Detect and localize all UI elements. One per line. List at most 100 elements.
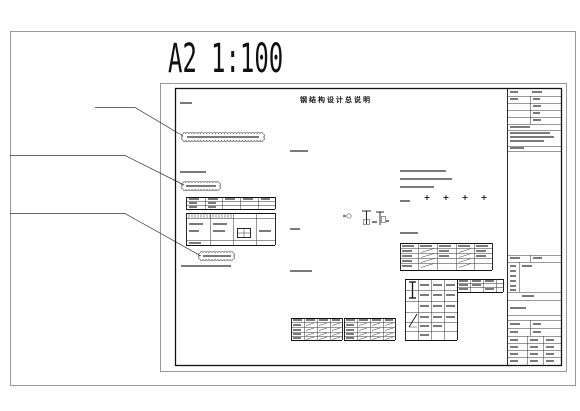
illegible-text xyxy=(510,275,516,277)
illegible-text xyxy=(372,319,381,321)
diagonal-mark xyxy=(458,263,472,268)
illegible-text xyxy=(180,171,206,173)
revision-cloud xyxy=(198,251,235,261)
illegible-text xyxy=(446,294,455,296)
steel-section-symbols xyxy=(346,210,386,225)
revision-cloud xyxy=(181,181,221,191)
illegible-text xyxy=(476,255,486,257)
illegible-text xyxy=(420,316,429,318)
illegible-text xyxy=(293,329,301,331)
illegible-text xyxy=(510,126,522,128)
illegible-text xyxy=(293,324,301,326)
diagonal-mark xyxy=(305,332,315,336)
diagonal-mark xyxy=(458,248,472,253)
table-f xyxy=(291,318,343,341)
illegible-text xyxy=(533,105,541,107)
illegible-text xyxy=(189,198,199,200)
diagonal-mark xyxy=(384,332,394,336)
illegible-text xyxy=(243,198,253,200)
table-c xyxy=(400,243,493,271)
illegible-text xyxy=(522,265,532,267)
diagonal-mark xyxy=(420,248,435,253)
illegible-text xyxy=(181,265,231,267)
illegible-text xyxy=(180,102,192,104)
table-d-text xyxy=(420,284,455,336)
illegible-text xyxy=(472,284,481,286)
illegible-text xyxy=(510,289,516,291)
illegible-text xyxy=(433,325,442,327)
illegible-text xyxy=(439,255,449,257)
illegible-text xyxy=(346,329,354,331)
diagonal-mark xyxy=(358,332,368,336)
illegible-text xyxy=(402,255,412,257)
illegible-text xyxy=(533,119,541,121)
illegible-text xyxy=(510,147,524,149)
illegible-text xyxy=(459,284,468,286)
table-b xyxy=(186,213,276,246)
illegible-text xyxy=(510,98,518,100)
illegible-text xyxy=(290,228,300,230)
diagonal-mark xyxy=(318,336,328,340)
illegible-text xyxy=(522,295,534,297)
title-block xyxy=(507,96,561,366)
leader-line xyxy=(10,213,202,257)
illegible-text xyxy=(400,232,418,234)
illegible-text xyxy=(439,250,449,252)
illegible-text xyxy=(290,270,312,272)
illegible-text xyxy=(546,360,554,362)
illegible-text xyxy=(189,206,197,208)
leader-line xyxy=(95,107,184,137)
diagonal-mark xyxy=(331,332,341,336)
illegible-text xyxy=(472,280,481,282)
illegible-text xyxy=(546,353,554,355)
illegible-text xyxy=(290,150,308,152)
illegible-text xyxy=(433,284,442,286)
illegible-text xyxy=(510,257,520,259)
illegible-text xyxy=(446,316,455,318)
title-block-text xyxy=(510,91,554,362)
illegible-text xyxy=(346,319,355,321)
diagonal-mark xyxy=(331,322,341,326)
diagonal-mark xyxy=(318,322,328,326)
illegible-text xyxy=(189,223,203,225)
illegible-text xyxy=(533,323,541,325)
illegible-text xyxy=(420,334,429,336)
illegible-text xyxy=(259,230,271,232)
illegible-text xyxy=(433,294,442,296)
diagonal-mark xyxy=(420,263,435,268)
leader-line xyxy=(10,155,185,186)
illegible-text xyxy=(522,126,530,128)
scale-label: 1:100 xyxy=(211,34,283,81)
illegible-text xyxy=(225,198,235,200)
illegible-text xyxy=(530,339,538,341)
illegible-text xyxy=(459,280,468,282)
illegible-text xyxy=(293,333,301,335)
illegible-text xyxy=(510,140,544,142)
sheet-border-inner xyxy=(174,87,563,367)
illegible-text xyxy=(485,288,494,290)
illegible-text xyxy=(533,112,540,114)
diagonal-mark xyxy=(458,258,472,263)
plate-box xyxy=(381,216,386,223)
illegible-text xyxy=(530,360,538,362)
table-a xyxy=(186,197,276,210)
illegible-text xyxy=(402,250,412,252)
cross-marks xyxy=(424,195,487,200)
illegible-text xyxy=(400,200,410,202)
table-c-text xyxy=(402,245,488,267)
illegible-text xyxy=(510,132,550,134)
table-a-text xyxy=(189,198,270,208)
diagonal-mark xyxy=(305,327,315,331)
illegible-text xyxy=(476,245,488,247)
illegible-text xyxy=(385,319,393,321)
revision-cloud xyxy=(181,132,265,142)
illegible-text xyxy=(343,215,346,217)
illegible-text xyxy=(510,331,518,333)
illegible-text xyxy=(208,202,216,204)
illegible-text xyxy=(546,339,554,341)
diagonal-mark xyxy=(358,327,368,331)
illegible-text xyxy=(213,223,227,225)
illegible-text xyxy=(510,136,554,138)
illegible-text xyxy=(400,170,446,172)
illegible-text xyxy=(510,265,516,267)
